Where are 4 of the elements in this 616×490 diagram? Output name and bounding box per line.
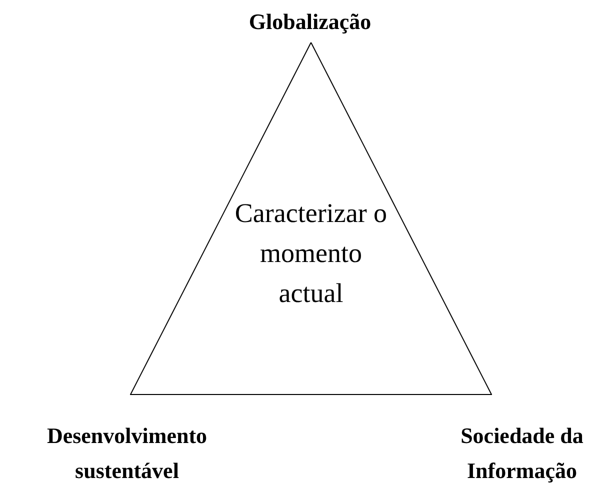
triangle-label: Caracterizar o momento actual [234, 197, 388, 310]
vertex-label: Globalização [248, 8, 372, 36]
vertex-label: Desenvolvimento sustentável [46, 422, 208, 485]
vertex-label: Sociedade da Informação [460, 422, 584, 485]
